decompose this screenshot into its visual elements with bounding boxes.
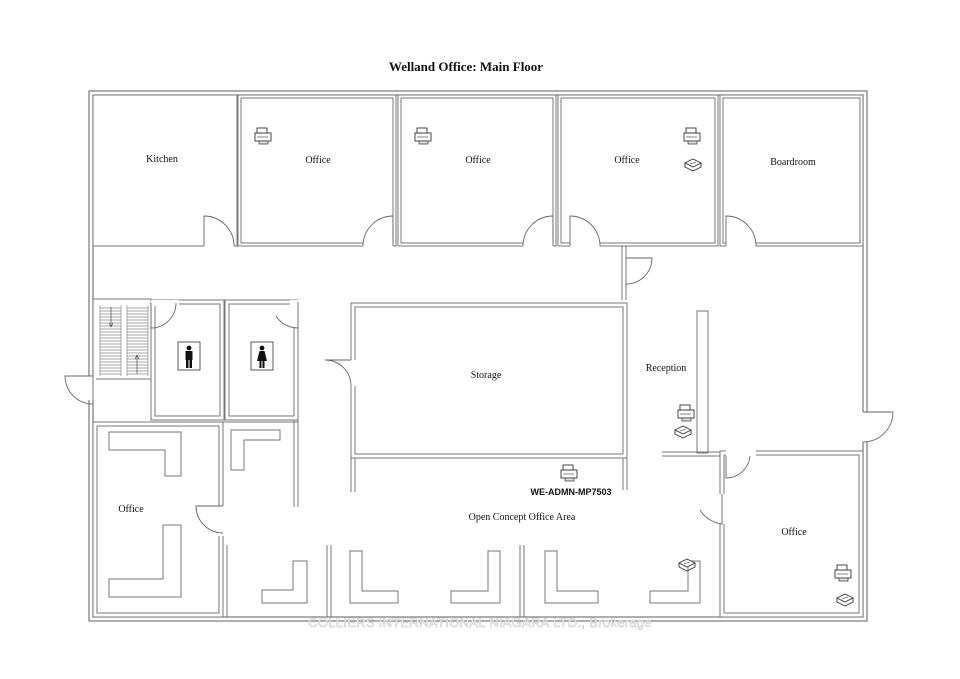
left-exit-door [64,375,96,405]
reception-partitions [662,310,894,618]
small-office [223,420,299,507]
corridor-walls [621,246,653,300]
mens-restroom-icon [177,341,201,371]
office-label: Office [614,155,640,166]
printer-label: WE-ADMN-MP7503 [530,487,611,497]
boardroom-label: Boardroom [770,157,816,168]
open-concept-label: Open Concept Office Area [469,512,576,523]
storage-label: Storage [471,370,502,381]
stairs-icon [92,298,152,380]
office-label: Office [118,504,144,515]
desks [108,429,701,604]
brokerage-watermark: COLLIERS INTERNATIONAL NIAGARA LTD., Bro… [308,615,652,630]
top-doors [203,215,757,250]
reception-label: Reception [646,363,687,374]
kitchen-label: Kitchen [146,154,178,165]
womens-restroom-icon [250,341,274,371]
top-rooms [92,94,864,247]
storage-room [324,302,628,459]
office-label: Office [465,155,491,166]
plan-title: Welland Office: Main Floor [389,59,543,74]
office-label: Office [305,155,331,166]
office-label: Office [781,527,807,538]
open-concept-partitions [226,458,628,617]
washrooms [150,299,300,421]
